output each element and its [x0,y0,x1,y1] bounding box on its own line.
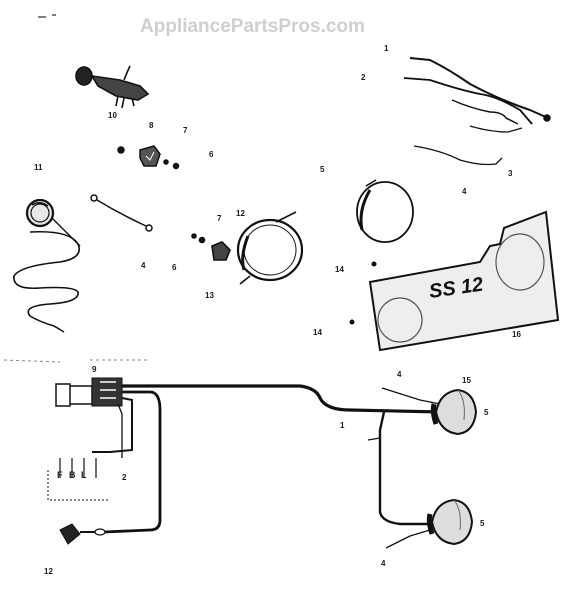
callout-10: 10 [108,111,117,120]
callout-8: 8 [149,121,154,130]
callout-16: 16 [512,330,521,339]
callout-14-upper: 14 [335,265,344,274]
terminal-label-f: F [57,470,63,480]
callout-7-left: 7 [217,214,222,223]
callout-5: 5 [320,165,325,174]
lamp-lower [426,498,474,546]
callout-14-lower: 14 [313,328,322,337]
part-speedometer [13,198,81,333]
callout-4-left: 4 [141,261,146,270]
callout-4: 4 [462,187,467,196]
part-wire-harness-top [403,57,551,166]
callout-6-left: 6 [172,263,177,272]
callout-9: 9 [92,365,97,374]
callout-5-lower-lamp: 5 [480,519,485,528]
wiring-harness-main [47,377,443,549]
part-switch-assembly [75,65,150,109]
part-headlight-assembly [191,211,304,285]
callout-5-upper-lamp: 5 [484,408,489,417]
callout-4-bottom: 4 [381,559,386,568]
watermark-text: AppliancePartsPros.com [140,16,365,37]
callout-6: 6 [209,150,214,159]
callout-3: 3 [508,169,513,178]
terminal-label-l: L [81,470,87,480]
callout-4-lead: 4 [397,370,402,379]
callout-numbers: 1 2 3 4 5 6 7 8 10 11 12 4 6 7 13 14 14 … [34,44,521,576]
callout-13: 13 [205,291,214,300]
part-headlight-lens [356,179,414,243]
callout-1-harness: 1 [340,421,345,430]
part-bracket [117,145,180,170]
separator-line [3,359,150,363]
part-dash-panel: SS 12 [349,210,560,352]
callout-12-connector: 12 [44,567,53,576]
callout-12: 12 [236,209,245,218]
callout-15: 15 [462,376,471,385]
callout-11: 11 [34,163,43,172]
part-lead-wire-left [90,194,153,232]
terminal-label-b: B [69,470,76,480]
lamp-upper [430,388,478,436]
corner-mark [38,14,56,18]
callout-2: 2 [361,73,366,82]
callout-7: 7 [183,126,188,135]
callout-1: 1 [384,44,389,53]
callout-2-harness: 2 [122,473,127,482]
